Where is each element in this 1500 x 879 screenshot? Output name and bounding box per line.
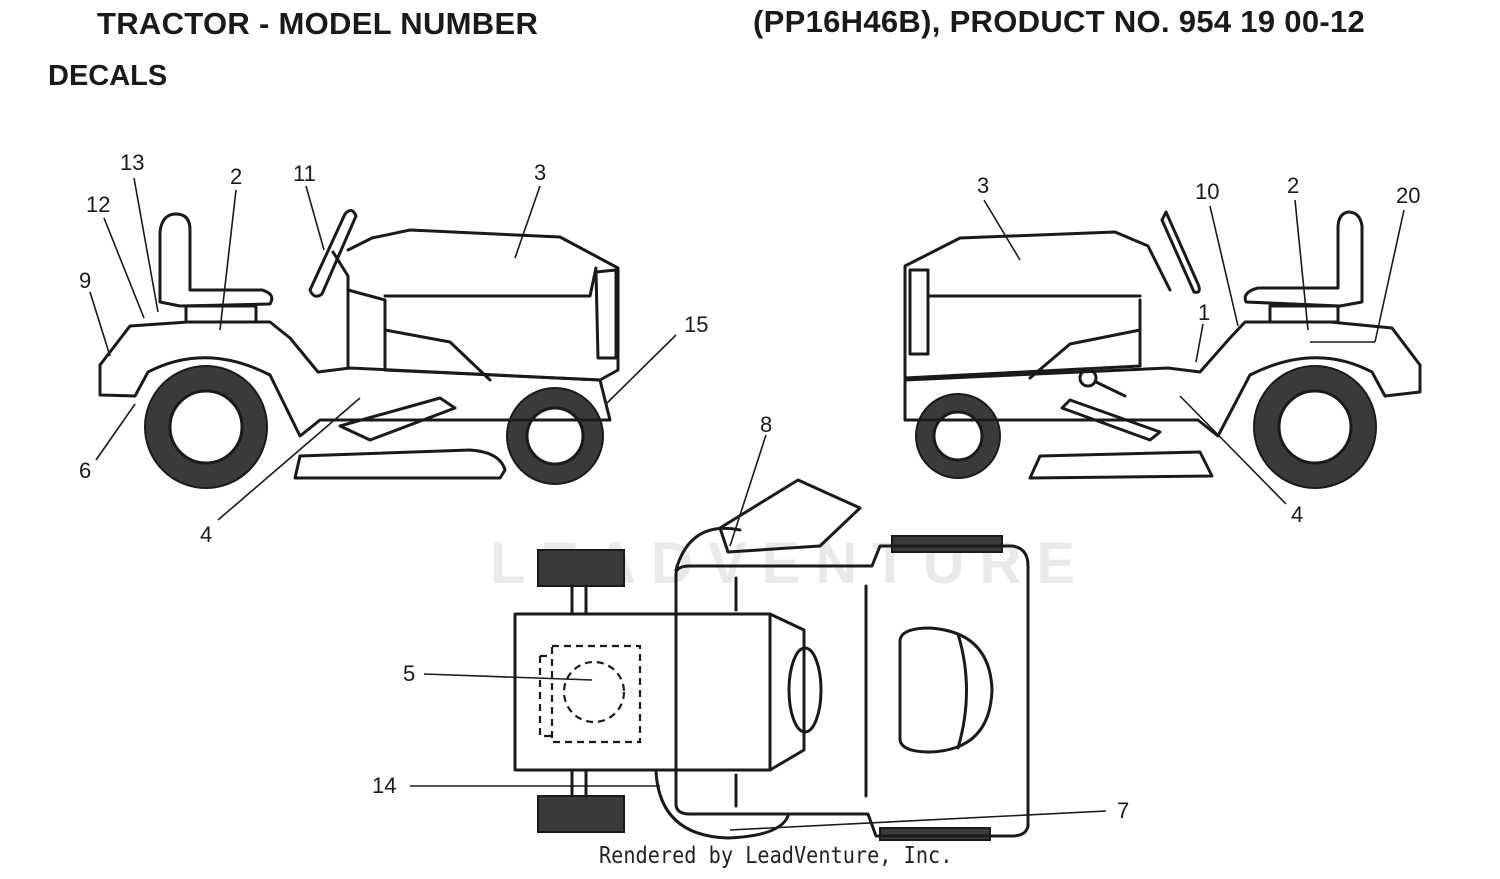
left-view-front-rim [525, 406, 585, 466]
top-view-seat-back [956, 632, 968, 750]
right-view-rear-rim [1277, 389, 1353, 465]
callout-9: 9 [79, 268, 91, 293]
left-view-deck-lever [338, 396, 457, 442]
right-view-mower-deck [1028, 450, 1214, 480]
left-view-steering-wheel [308, 209, 358, 298]
top-view-seat [898, 626, 994, 754]
top-view-panel-lines [734, 576, 868, 808]
left-view-body [98, 320, 612, 438]
top-view-rear-tire-bottom [537, 795, 625, 833]
top-view-body [674, 544, 1030, 838]
callout-labels: 13 2 11 3 12 9 15 6 4 3 10 2 20 1 4 8 5 … [79, 150, 1420, 823]
right-view-body [903, 320, 1422, 438]
left-view-rear-rim [168, 389, 244, 465]
callout-2-right: 2 [1287, 173, 1299, 198]
callout-10: 10 [1195, 179, 1219, 204]
top-view-decal-circle [562, 660, 626, 724]
left-view-hood-line [383, 266, 598, 298]
callout-14: 14 [372, 773, 396, 798]
top-view-front-tire-top [891, 535, 1003, 553]
callout-20: 20 [1396, 183, 1420, 208]
top-view-chute-curve [674, 526, 742, 572]
callout-3-right: 3 [977, 173, 989, 198]
callout-4-right: 4 [1291, 502, 1303, 527]
top-view-rear-tire-top [537, 549, 625, 587]
callout-15: 15 [684, 312, 708, 337]
callout-2-left: 2 [230, 164, 242, 189]
tractor-right-side-view [903, 210, 1422, 489]
callout-5: 5 [403, 661, 415, 686]
left-view-seat [158, 212, 274, 308]
leader-lines [89, 177, 1405, 831]
right-view-engine-line [1028, 328, 1142, 380]
top-view-steering-wheel [787, 646, 823, 734]
top-view-axles [570, 584, 588, 798]
left-view-hood [346, 228, 620, 382]
right-view-front-rim [932, 410, 984, 462]
right-view-knob [1078, 368, 1098, 388]
page-title-right: (PP16H46B), PRODUCT NO. 954 19 00-12 [753, 4, 1366, 39]
top-view-decal-outline [550, 644, 642, 744]
callout-6: 6 [79, 458, 91, 483]
left-view-mower-deck [293, 448, 507, 480]
top-view-discharge-chute [718, 478, 862, 554]
callout-11: 11 [293, 161, 316, 186]
left-view-grille [594, 268, 618, 360]
section-title: DECALS [48, 60, 168, 92]
tractor-left-side-view [98, 209, 620, 489]
top-view-front-tire-bottom [879, 827, 991, 841]
right-view-seat-base [1268, 304, 1340, 324]
callout-3-left: 3 [534, 160, 546, 185]
right-view-hood [903, 230, 1172, 380]
top-view-decal-outline-2 [538, 654, 552, 738]
right-view-knob-stem [1094, 380, 1127, 398]
callout-4-left: 4 [200, 522, 212, 547]
callout-8: 8 [760, 412, 772, 437]
page-title-left: TRACTOR - MODEL NUMBER [97, 6, 539, 41]
left-view-steering-column [331, 250, 350, 370]
right-view-grille [908, 268, 930, 356]
callout-7: 7 [1117, 798, 1129, 823]
footer-credit: Rendered by LeadVenture, Inc. [599, 843, 953, 869]
right-view-deck-lever [1060, 398, 1162, 442]
callout-12: 12 [86, 192, 110, 217]
callout-13: 13 [120, 150, 144, 175]
right-view-steering-wheel [1160, 210, 1201, 294]
left-view-engine-line [383, 328, 492, 382]
right-view-seat [1243, 210, 1364, 308]
top-view-hood [513, 612, 806, 772]
callout-1: 1 [1198, 300, 1210, 325]
